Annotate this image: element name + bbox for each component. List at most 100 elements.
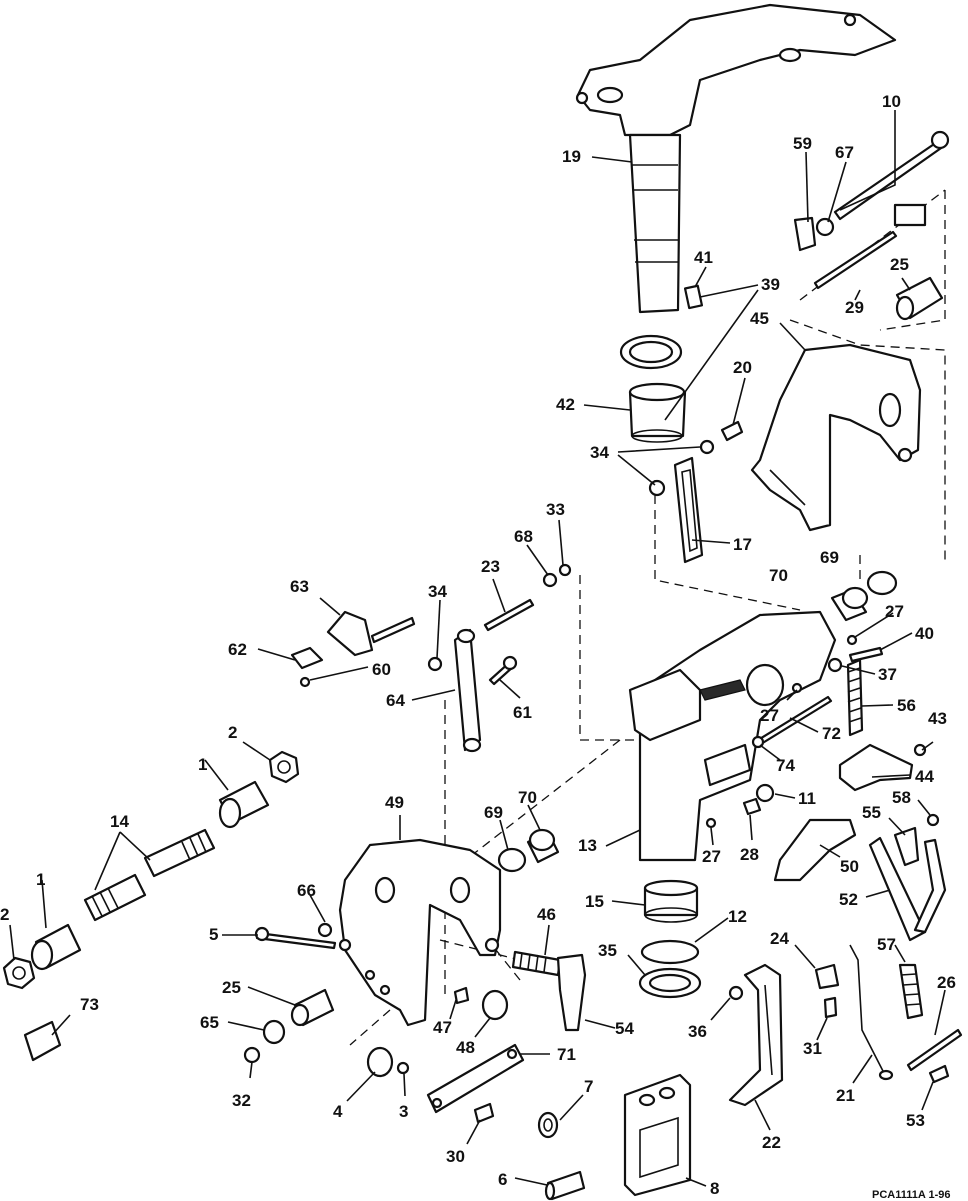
callout-27-b: 27 [760,706,779,725]
callout-70-upper: 70 [769,566,788,585]
part-48-disc [481,989,509,1021]
part-60-screw [299,676,311,688]
part-71-plate [426,1043,525,1114]
part-15-bushing [643,879,699,923]
callout-65: 65 [200,1013,219,1032]
part-54-lever [556,953,587,1032]
part-21-wire [849,944,894,1081]
part-2-nut-lower [2,956,36,990]
callout-44: 44 [915,767,934,786]
part-23-pin [483,598,535,632]
part-56-spring [846,658,864,737]
part-32-nut [243,1046,261,1064]
callout-53: 53 [906,1111,925,1130]
callout-56: 56 [897,696,916,715]
part-25-pin-lower [290,988,335,1027]
part-58-washer [926,813,940,827]
part-28-clip [742,797,762,816]
callout-47: 47 [433,1018,452,1037]
callout-46: 46 [537,905,556,924]
part-27-screw-c [705,817,717,829]
part-66-nut [317,922,333,938]
part-13-swivel-bracket [628,610,837,862]
part-73-cap [23,1020,62,1062]
part-12-ring [640,939,700,965]
part-8-frame [623,1073,692,1197]
part-33-ring [558,563,572,577]
part-46-spring [511,950,562,977]
callout-31: 31 [803,1039,822,1058]
callout-64: 64 [386,691,405,710]
callout-34-upper: 34 [590,443,609,462]
callout-2-lower: 2 [0,905,9,924]
part-19-steering-arm [575,3,897,314]
part-36-washer [728,985,744,1001]
callout-59: 59 [793,134,812,153]
callout-3: 3 [399,1102,408,1121]
part-37-spring [827,657,843,673]
callout-25-lower: 25 [222,978,241,997]
callout-63: 63 [290,577,309,596]
callout-33: 33 [546,500,565,519]
callout-50: 50 [840,857,859,876]
part-6-roller [544,1170,586,1201]
part-45-bracket [750,343,922,532]
callout-22: 22 [762,1133,781,1152]
callout-45: 45 [750,309,769,328]
callout-20: 20 [733,358,752,377]
part-31-screw [823,996,838,1019]
part-47-screw [453,986,470,1005]
callout-11: 11 [798,789,816,808]
part-5-bolt [254,926,337,950]
part-30-screw [473,1102,495,1124]
callout-42: 42 [556,395,575,414]
part-70-bushing-lower [526,828,560,864]
callout-39: 39 [761,275,780,294]
part-40-bolt [848,646,884,663]
part-41-key [683,284,704,310]
part-14-tube-upper [143,828,216,878]
callout-57: 57 [877,935,896,954]
part-44-bracket [838,743,914,792]
part-42-sleeve [628,382,687,443]
callout-12: 12 [728,907,747,926]
part-35-bushing [638,967,702,999]
callout-13: 13 [578,836,597,855]
part-1-bushing-upper [218,780,270,829]
callout-58: 58 [892,788,911,807]
callout-32: 32 [232,1091,251,1110]
callout-62: 62 [228,640,247,659]
callout-27-c: 27 [702,847,721,866]
callout-4: 4 [333,1102,343,1121]
callout-49: 49 [385,793,404,812]
callout-30: 30 [446,1147,465,1166]
part-62-clip [290,646,324,670]
part-67-nut [815,217,835,237]
callout-43: 43 [928,709,947,728]
part-17-link [673,456,704,564]
callout-28: 28 [740,845,759,864]
callout-15: 15 [585,892,604,911]
callout-6: 6 [498,1170,507,1189]
part-53-clip [928,1064,950,1084]
part-25-pin-upper [895,276,944,321]
callout-48: 48 [456,1038,475,1057]
callout-labels: 10 59 67 19 41 39 25 29 45 42 20 34 17 3… [0,92,956,1198]
callout-70-lower: 70 [518,788,537,807]
callout-24: 24 [770,929,789,948]
part-7-spring [537,1111,559,1139]
part-68-washer [542,572,558,588]
part-43-washer [913,743,927,757]
callout-40: 40 [915,624,934,643]
callout-14: 14 [110,812,129,831]
callout-23: 23 [481,557,500,576]
part-3-screw [396,1061,410,1075]
callout-25-upper: 25 [890,255,909,274]
callout-37: 37 [878,665,897,684]
callout-54: 54 [615,1019,634,1038]
part-64-link [453,628,482,753]
callout-34-lower: 34 [428,582,447,601]
callout-36: 36 [688,1022,707,1041]
callout-17: 17 [733,535,752,554]
callout-60: 60 [372,660,391,679]
